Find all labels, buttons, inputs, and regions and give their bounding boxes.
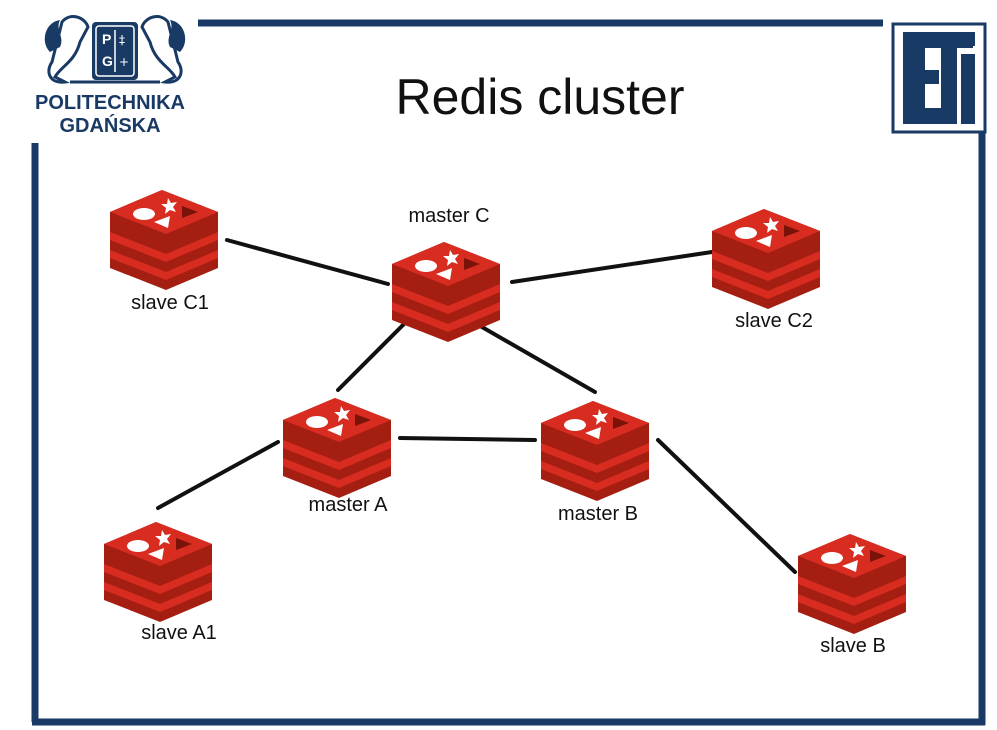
node-slave-c2: slave C2: [712, 209, 820, 332]
node-slave-b: slave B: [798, 534, 906, 657]
node-master-c: master C: [392, 205, 500, 342]
logo-line-1: POLITECHNIKA: [35, 92, 185, 114]
node-slave-c1: slave C1: [110, 190, 218, 314]
node-master-b: master B: [541, 401, 649, 525]
svg-text:+: +: [119, 55, 129, 69]
link-master-b-slave-b: [656, 438, 797, 574]
link-slave-c1-master-c: [225, 238, 390, 286]
svg-text:P: P: [102, 31, 111, 47]
politechnika-logo: P G ‡ + POLITECHNIKA GDAŃSKA: [35, 15, 186, 137]
node-slave-a1: slave A1: [104, 522, 217, 644]
node-label: master B: [558, 503, 638, 525]
redis-icon: [712, 209, 820, 309]
svg-text:‡: ‡: [119, 33, 125, 47]
node-master-a: master A: [283, 398, 391, 516]
node-label: slave B: [820, 635, 886, 657]
slide-title: Redis cluster: [396, 69, 685, 125]
university-crest-icon: P G ‡ +: [44, 15, 186, 84]
link-master-a-slave-a1: [156, 440, 280, 510]
link-master-c-slave-c2: [510, 250, 714, 284]
node-label: master C: [408, 205, 489, 227]
redis-icon: [798, 534, 906, 634]
redis-icon: [283, 398, 391, 498]
svg-text:G: G: [102, 53, 113, 69]
redis-icon: [110, 190, 218, 290]
node-label: slave C2: [735, 310, 813, 332]
cluster-links: [156, 238, 797, 574]
link-master-c-master-b: [473, 321, 597, 394]
slide-frame: [31, 19, 986, 726]
logo-line-2: GDAŃSKA: [59, 114, 160, 137]
node-label: slave A1: [141, 622, 217, 644]
link-master-c-master-a: [336, 318, 410, 392]
redis-icon: [541, 401, 649, 501]
eti-faculty-logo-icon: [891, 22, 987, 134]
link-master-a-master-b: [398, 436, 537, 442]
node-label: slave C1: [131, 292, 209, 314]
node-label: master A: [309, 494, 389, 516]
redis-icon: [104, 522, 212, 622]
